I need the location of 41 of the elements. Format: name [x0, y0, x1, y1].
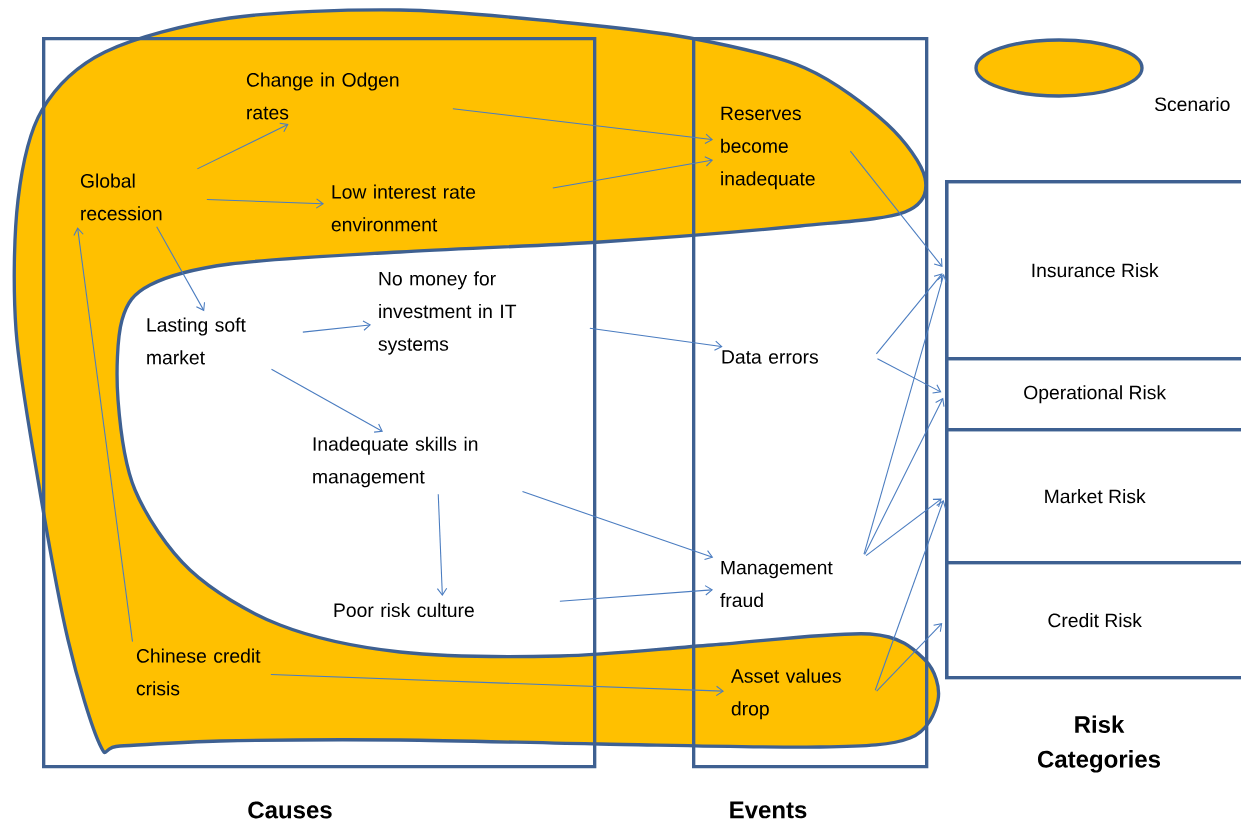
arrow — [196, 122, 289, 170]
arrow — [452, 108, 714, 144]
node-label: No money for investment in IT systems — [378, 271, 517, 355]
arrow — [874, 499, 946, 691]
arrow — [863, 274, 947, 555]
arrow — [270, 368, 383, 433]
node-label: Poor risk culture — [334, 602, 474, 618]
arrow — [156, 226, 206, 312]
arrow — [876, 358, 942, 394]
node-label: Reserves become inadequate — [721, 106, 815, 190]
node-label: Data errors — [722, 350, 818, 364]
node-label: Global recession — [80, 173, 162, 221]
arrow — [559, 585, 713, 602]
node-label: Change in Odgen rates — [246, 72, 399, 120]
arrow — [589, 327, 723, 351]
category-box: Market Risk — [945, 428, 1241, 565]
arrow — [436, 493, 448, 596]
arrow — [876, 623, 943, 692]
node-label: Low interest rate environment — [331, 184, 476, 232]
category-box: Credit Risk — [945, 561, 1241, 680]
legend-label: Scenario — [1155, 96, 1230, 112]
arrow — [865, 498, 942, 557]
node-label: Inadequate skills in management — [313, 436, 478, 488]
node-label: Lasting soft market — [147, 317, 246, 365]
arrow — [521, 491, 714, 560]
node-label: Management fraud — [720, 560, 833, 608]
node-label: Events — [730, 801, 807, 819]
arrow — [302, 320, 372, 333]
category-box: Operational Risk — [945, 357, 1241, 432]
arrow — [864, 397, 945, 555]
arrow — [552, 156, 714, 189]
node-label: Risk Categories — [1037, 715, 1161, 773]
node-label: Chinese credit crisis — [136, 648, 261, 696]
arrow — [849, 150, 943, 268]
node-label: Asset values drop — [731, 668, 841, 720]
arrow — [206, 198, 324, 209]
arrow — [875, 273, 943, 355]
category-box: Insurance Risk — [945, 180, 1241, 361]
node-label: Causes — [248, 801, 332, 819]
arrow — [73, 227, 133, 643]
arrow — [270, 674, 724, 697]
